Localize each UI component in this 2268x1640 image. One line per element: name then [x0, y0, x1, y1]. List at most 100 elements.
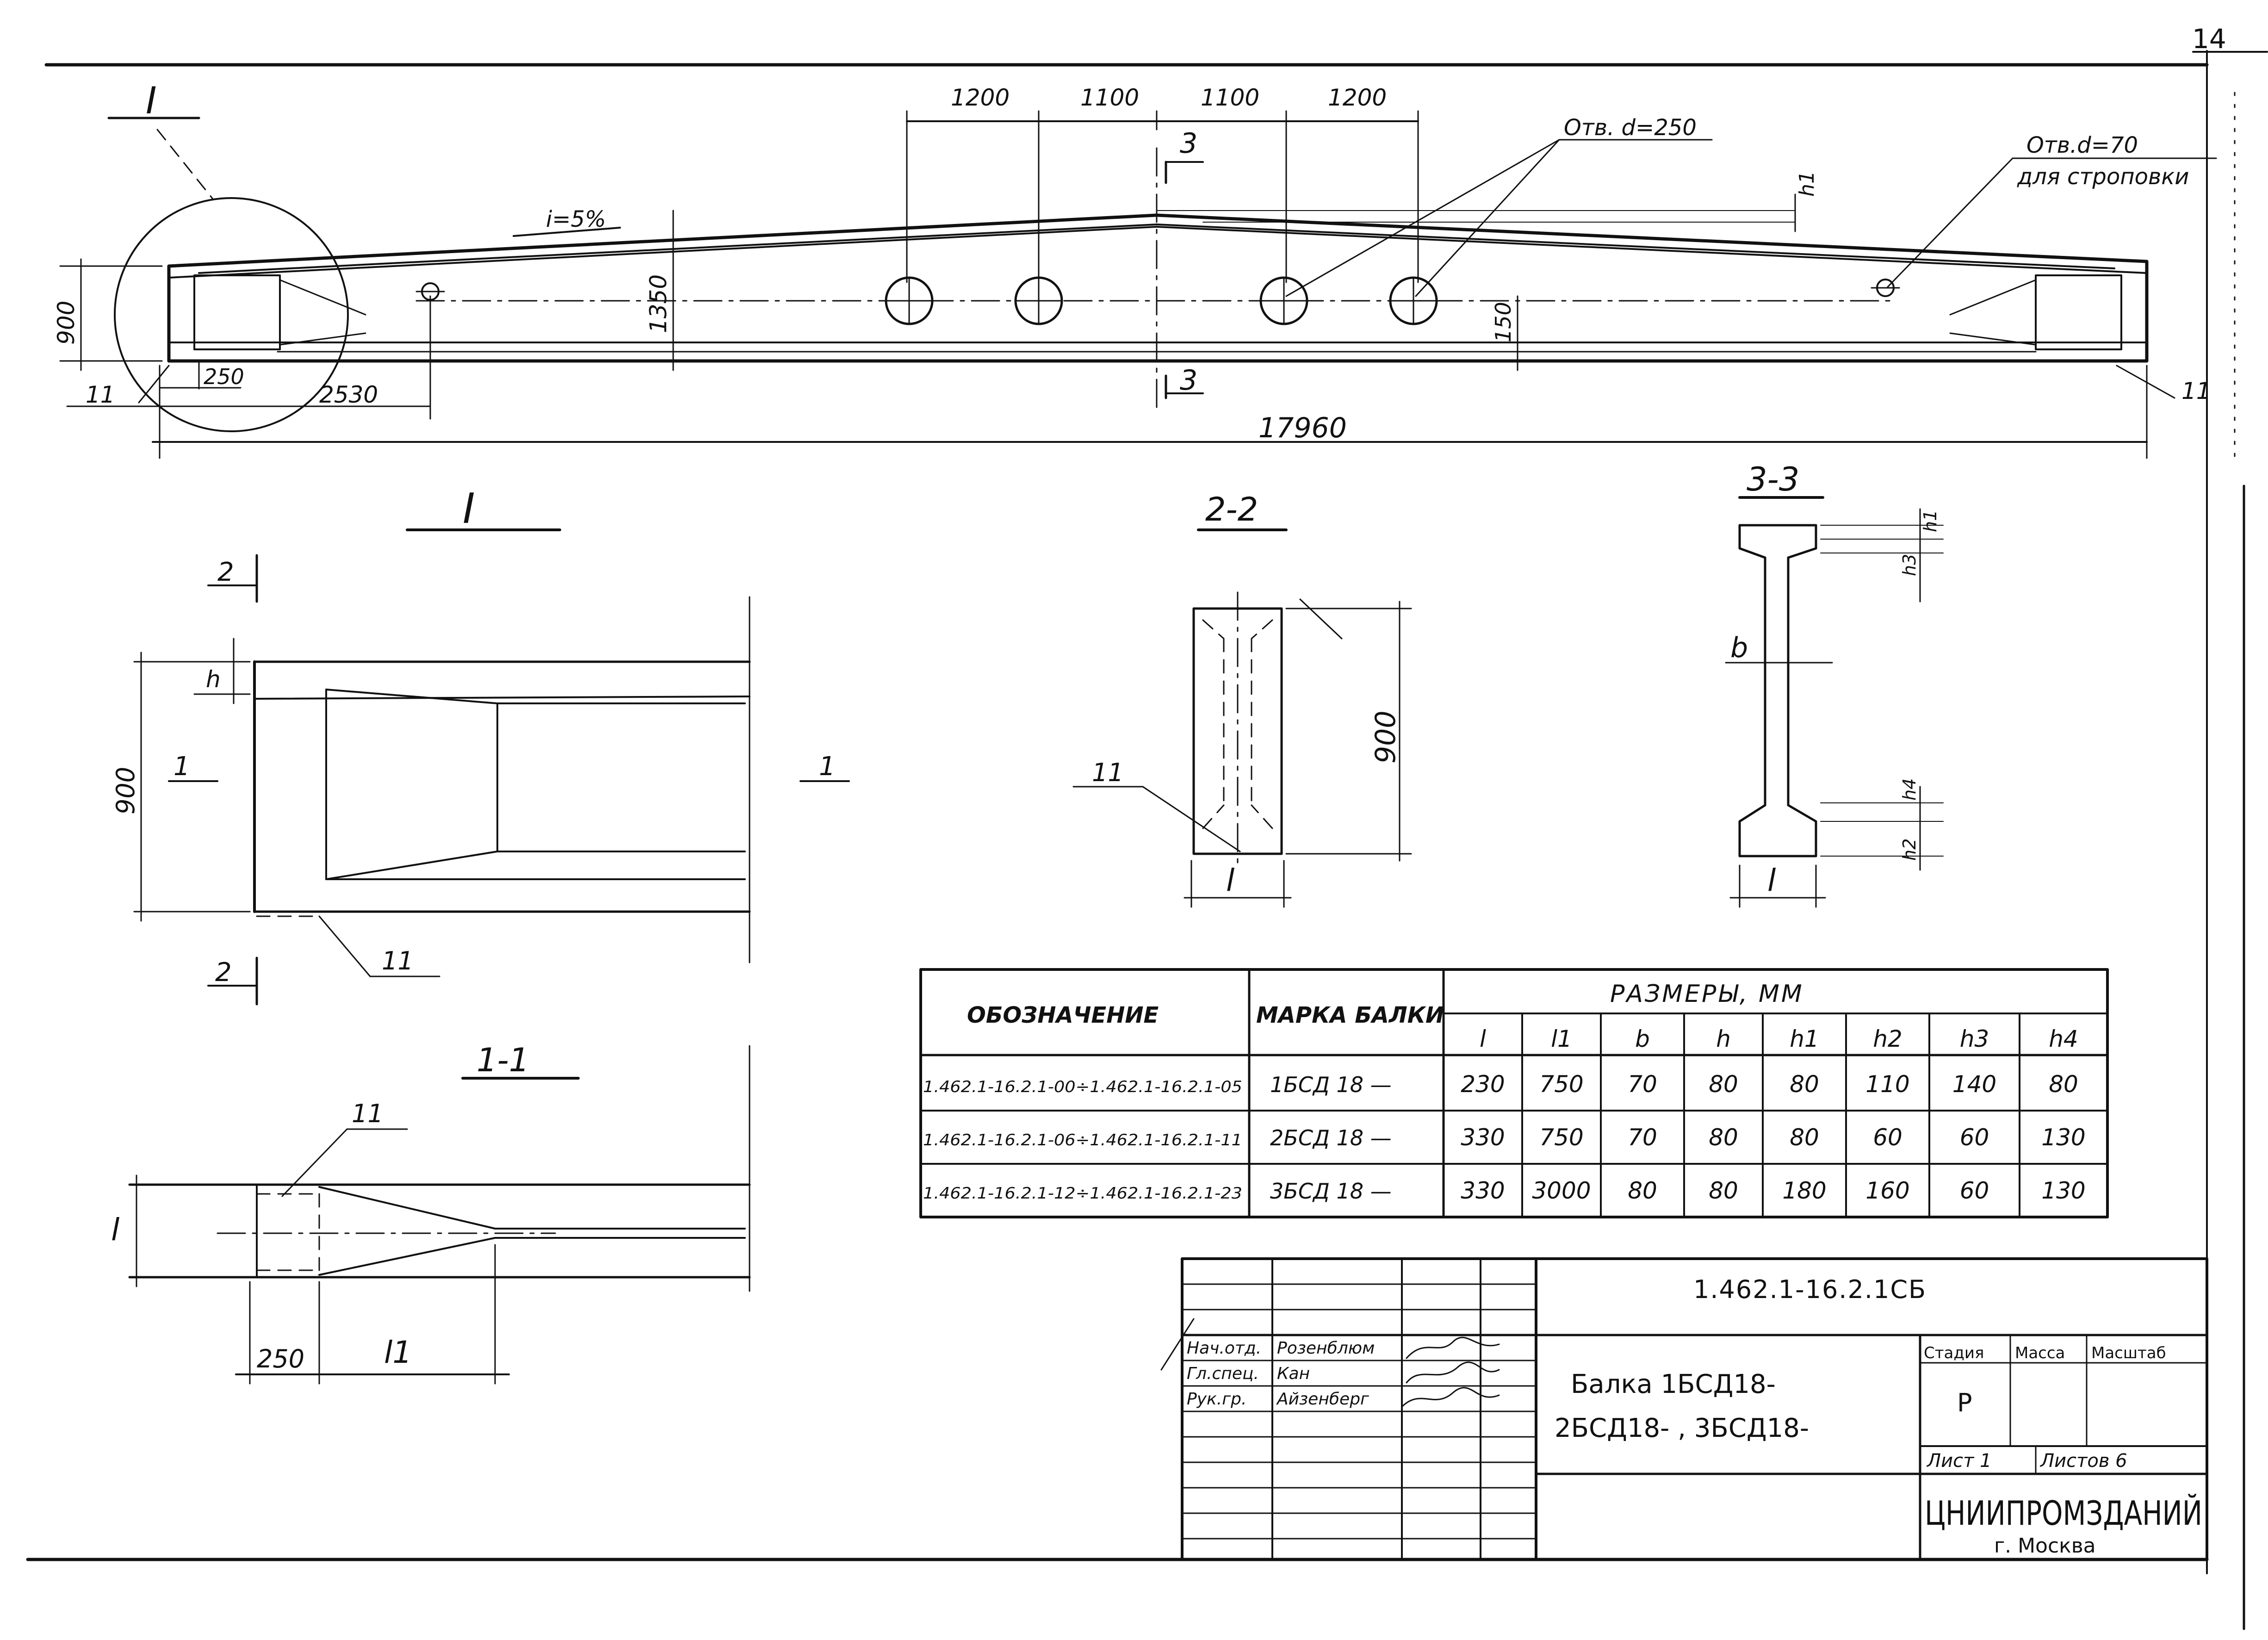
table-dim-header: h3 [1960, 1025, 1989, 1052]
table-value-cell: 70 [1628, 1124, 1657, 1151]
table-value-cell: 140 [1952, 1071, 1996, 1098]
doc-title-line-2: 2БСД18- , 3БСД18- [1555, 1413, 1809, 1443]
table-value-cell: 70 [1628, 1071, 1657, 1098]
section-3-3-h3-label: h3 [1899, 554, 1920, 576]
sheet-frame [26, 50, 2268, 1630]
dim-top-3: 1100 [1201, 84, 1259, 111]
detail-I-height-label: 900 [111, 767, 140, 814]
table-mark-cell: 2БСД 18 — [1270, 1125, 1392, 1150]
section-3-3-h1-label: h1 [1920, 510, 1940, 532]
mass-label: Масса [2015, 1344, 2065, 1362]
hole-4 [1389, 276, 1438, 325]
table-value-cell: 330 [1461, 1177, 1505, 1204]
h1-label: h1 [1795, 171, 1819, 197]
table-value-cell: 80 [1790, 1071, 1819, 1098]
role-2: Гл.спец. [1187, 1364, 1259, 1383]
role-2-name: Кан [1277, 1364, 1310, 1383]
table-col-dims: РАЗМЕРЫ, ММ [1610, 980, 1804, 1008]
length-label: 17960 [1258, 412, 1347, 444]
table-col-mark: МАРКА БАЛКИ [1256, 1002, 1444, 1028]
signatures [1401, 1336, 1500, 1408]
table-value-cell: 750 [1539, 1124, 1583, 1151]
section-3-3-h2-label: h2 [1899, 839, 1920, 861]
table-dim-header: h1 [1790, 1025, 1819, 1052]
section-2-2-view [1072, 528, 1412, 908]
role-3: Рук.гр. [1187, 1390, 1246, 1409]
d150-label: 150 [1491, 302, 1516, 342]
detail-I-h-label: h [206, 666, 221, 693]
height-mid-label: 1350 [645, 274, 672, 333]
section-3-3-title: 3-3 [1747, 460, 1799, 498]
dim-top-2: 1100 [1080, 84, 1139, 111]
section-2-2-title: 2-2 [1205, 491, 1258, 528]
table-mark-cell: 3БСД 18 — [1270, 1179, 1392, 1204]
detail-I-marker [107, 117, 349, 432]
table-dim-header: l1 [1551, 1025, 1572, 1052]
doc-code: 1.462.1-16.2.1СБ [1693, 1275, 1927, 1304]
beam-elevation [167, 147, 2149, 408]
section-3-top-label: 3 [1180, 127, 1197, 160]
d2530-label: 2530 [319, 381, 378, 408]
detail-I-section-1-right: 1 [819, 752, 836, 782]
table-value-cell: 3000 [1532, 1177, 1591, 1204]
table-value-cell: 180 [1782, 1177, 1826, 1204]
height-end-label: 900 [53, 301, 80, 345]
table-designation-cell: 1.462.1-16.2.1-00÷1.462.1-16.2.1-05 [923, 1078, 1242, 1096]
table-value-cell: 80 [1709, 1177, 1738, 1204]
hole-1 [885, 276, 934, 325]
sheets-label: Листов 6 [2039, 1450, 2127, 1472]
top-dimension-chain [906, 110, 1419, 283]
detail-I-section-2-top: 2 [217, 557, 234, 587]
section-1-1-l-label: l [111, 1212, 120, 1248]
table-value-cell: 130 [2041, 1124, 2085, 1151]
table-value-cell: 80 [1709, 1124, 1738, 1151]
section-3-markers [1165, 161, 1204, 399]
lift-hole-purpose: для строповки [2017, 164, 2189, 190]
table-designation-cell: 1.462.1-16.2.1-06÷1.462.1-16.2.1-11 [923, 1131, 1242, 1149]
section-3-3-b-label: b [1730, 632, 1748, 664]
lift-hole-right [1871, 279, 1900, 297]
stage-value: Р [1957, 1388, 1972, 1417]
d250-label: 250 [204, 364, 244, 389]
table-mark-cell: 1БСД 18 — [1270, 1072, 1392, 1097]
slope-arrow [513, 227, 621, 237]
title-block [1160, 1257, 2208, 1561]
dimensions-table [919, 968, 2109, 1218]
table-value-cell: 60 [1960, 1177, 1989, 1204]
detail-I-title: I [463, 485, 475, 533]
table-dim-header: h [1716, 1025, 1731, 1052]
hole-note-leaders [1285, 139, 2217, 297]
section-3-3-h4-label: h4 [1899, 778, 1920, 801]
scale-label: Масштаб [2091, 1344, 2166, 1362]
section-1-1-title: 1-1 [477, 1041, 529, 1079]
role-1: Нач.отд. [1187, 1339, 1261, 1358]
detail-I-section-2-bottom: 2 [215, 957, 232, 988]
detail-I-section-1-left: 1 [174, 752, 190, 782]
detail-I-view [133, 528, 850, 1006]
lift-hole-note: Отв.d=70 [2026, 132, 2138, 158]
table-value-cell: 80 [1790, 1124, 1819, 1151]
table-dim-header: b [1635, 1025, 1650, 1052]
section-2-2-callout: 11 [1092, 758, 1124, 787]
slope-label: i=5% [546, 206, 606, 232]
section-3-3-l-label: l [1767, 863, 1776, 898]
table-value-cell: 330 [1461, 1124, 1505, 1151]
sheet-number: 14 [2192, 23, 2226, 55]
table-value-cell: 110 [1865, 1071, 1909, 1098]
bottom-dimensions [66, 295, 2175, 459]
table-value-cell: 230 [1461, 1071, 1505, 1098]
web-holes [415, 276, 1900, 325]
section-3-bottom-label: 3 [1180, 364, 1197, 397]
detail-I-callout: 11 [382, 946, 414, 975]
sheet-label: Лист 1 [1926, 1450, 1992, 1472]
doc-title-line-1: Балка 1БСД18- [1571, 1369, 1776, 1399]
table-designation-cell: 1.462.1-16.2.1-12÷1.462.1-16.2.1-23 [923, 1184, 1242, 1203]
section-1-1-l1-label: l1 [384, 1335, 412, 1370]
organization-name: ЦНИИПРОМЗДАНИЙ [1925, 1494, 2202, 1533]
table-value-cell: 130 [2041, 1177, 2085, 1204]
table-dim-header: l [1480, 1025, 1486, 1052]
role-1-name: Розенблюм [1277, 1339, 1375, 1358]
section-3-3-view [1725, 496, 1944, 908]
